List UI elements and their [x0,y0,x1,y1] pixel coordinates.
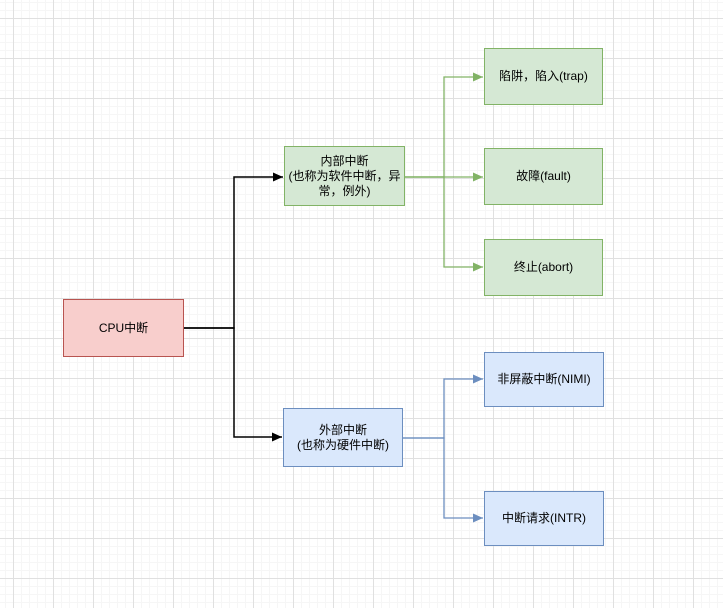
node-external-interrupt-label: 外部中断 (也称为硬件中断) [297,422,389,452]
node-cpu-interrupt[interactable]: CPU中断 [63,299,184,357]
edge-internal-abort[interactable] [405,176,483,272]
edge-internal-trap[interactable] [405,72,483,178]
edge-cpu-internal[interactable] [184,172,283,329]
edge-cpu-external[interactable] [184,327,282,442]
node-internal-interrupt-label: 内部中断 (也称为软件中断，异 常，例外) [288,153,401,198]
edge-external-intr[interactable] [403,437,483,523]
edge-external-nmi[interactable] [403,374,483,439]
node-intr-label: 中断请求(INTR) [502,511,586,525]
node-nmi[interactable]: 非屏蔽中断(NIMI) [484,352,604,407]
node-nmi-label: 非屏蔽中断(NIMI) [497,372,591,386]
node-abort-label: 终止(abort) [513,260,574,274]
node-trap-label: 陷阱，陷入(trap) [499,69,588,83]
node-internal-interrupt[interactable]: 内部中断 (也称为软件中断，异 常，例外) [284,146,405,206]
node-cpu-interrupt-label: CPU中断 [98,320,149,335]
node-external-interrupt[interactable]: 外部中断 (也称为硬件中断) [283,408,403,467]
node-fault[interactable]: 故障(fault) [484,148,603,205]
node-trap[interactable]: 陷阱，陷入(trap) [484,48,603,105]
node-intr[interactable]: 中断请求(INTR) [484,491,604,546]
node-fault-label: 故障(fault) [516,169,571,183]
node-abort[interactable]: 终止(abort) [484,239,603,296]
